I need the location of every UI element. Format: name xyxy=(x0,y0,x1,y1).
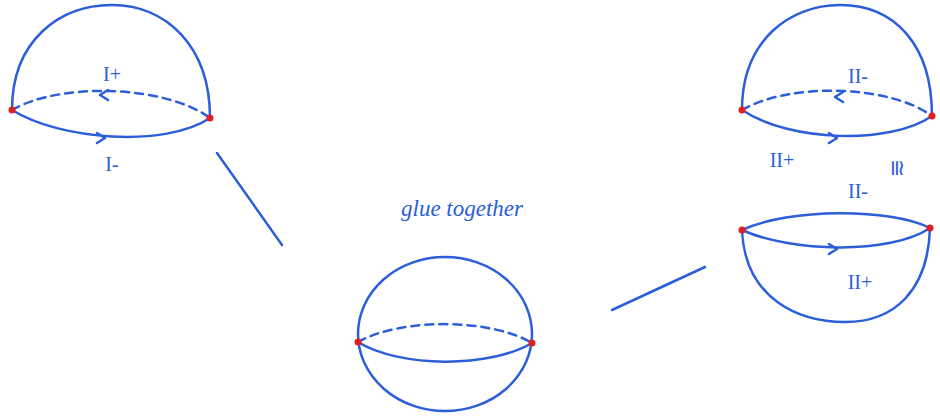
arrow-head xyxy=(829,244,837,254)
red-point xyxy=(529,340,536,347)
red-point xyxy=(9,107,16,114)
arrow-head xyxy=(829,133,837,143)
red-point xyxy=(927,225,934,232)
arrow-head xyxy=(97,133,105,143)
back-equator xyxy=(358,324,532,343)
red-point xyxy=(207,115,214,122)
arrow-head xyxy=(835,92,843,102)
stroke-line xyxy=(217,153,282,245)
front-equator xyxy=(358,342,532,362)
arc-label: I- xyxy=(105,154,118,174)
red-point xyxy=(355,339,362,346)
front-equator xyxy=(12,110,210,137)
front-equator xyxy=(742,110,932,136)
caption-note: glue together xyxy=(401,197,523,220)
arc-label: II+ xyxy=(848,272,873,292)
congruence-sign: ≅ xyxy=(886,159,908,177)
red-point xyxy=(739,227,746,234)
back-equator xyxy=(742,91,932,116)
arc-label: II- xyxy=(848,66,868,86)
stroke-line xyxy=(612,267,705,310)
bowl-rim-back xyxy=(742,213,930,230)
arrow-head xyxy=(100,90,108,100)
red-point xyxy=(929,113,936,120)
red-point xyxy=(739,107,746,114)
sphere-outline xyxy=(358,257,532,411)
arc-label: II- xyxy=(848,181,868,201)
arc-label: II+ xyxy=(770,150,795,170)
bowl-rim-front xyxy=(742,228,930,247)
hemisphere-dome xyxy=(742,5,932,116)
back-equator xyxy=(12,91,210,118)
hemisphere-dome xyxy=(12,5,210,118)
bowl-outline xyxy=(742,228,930,322)
arc-label: I+ xyxy=(103,64,121,84)
